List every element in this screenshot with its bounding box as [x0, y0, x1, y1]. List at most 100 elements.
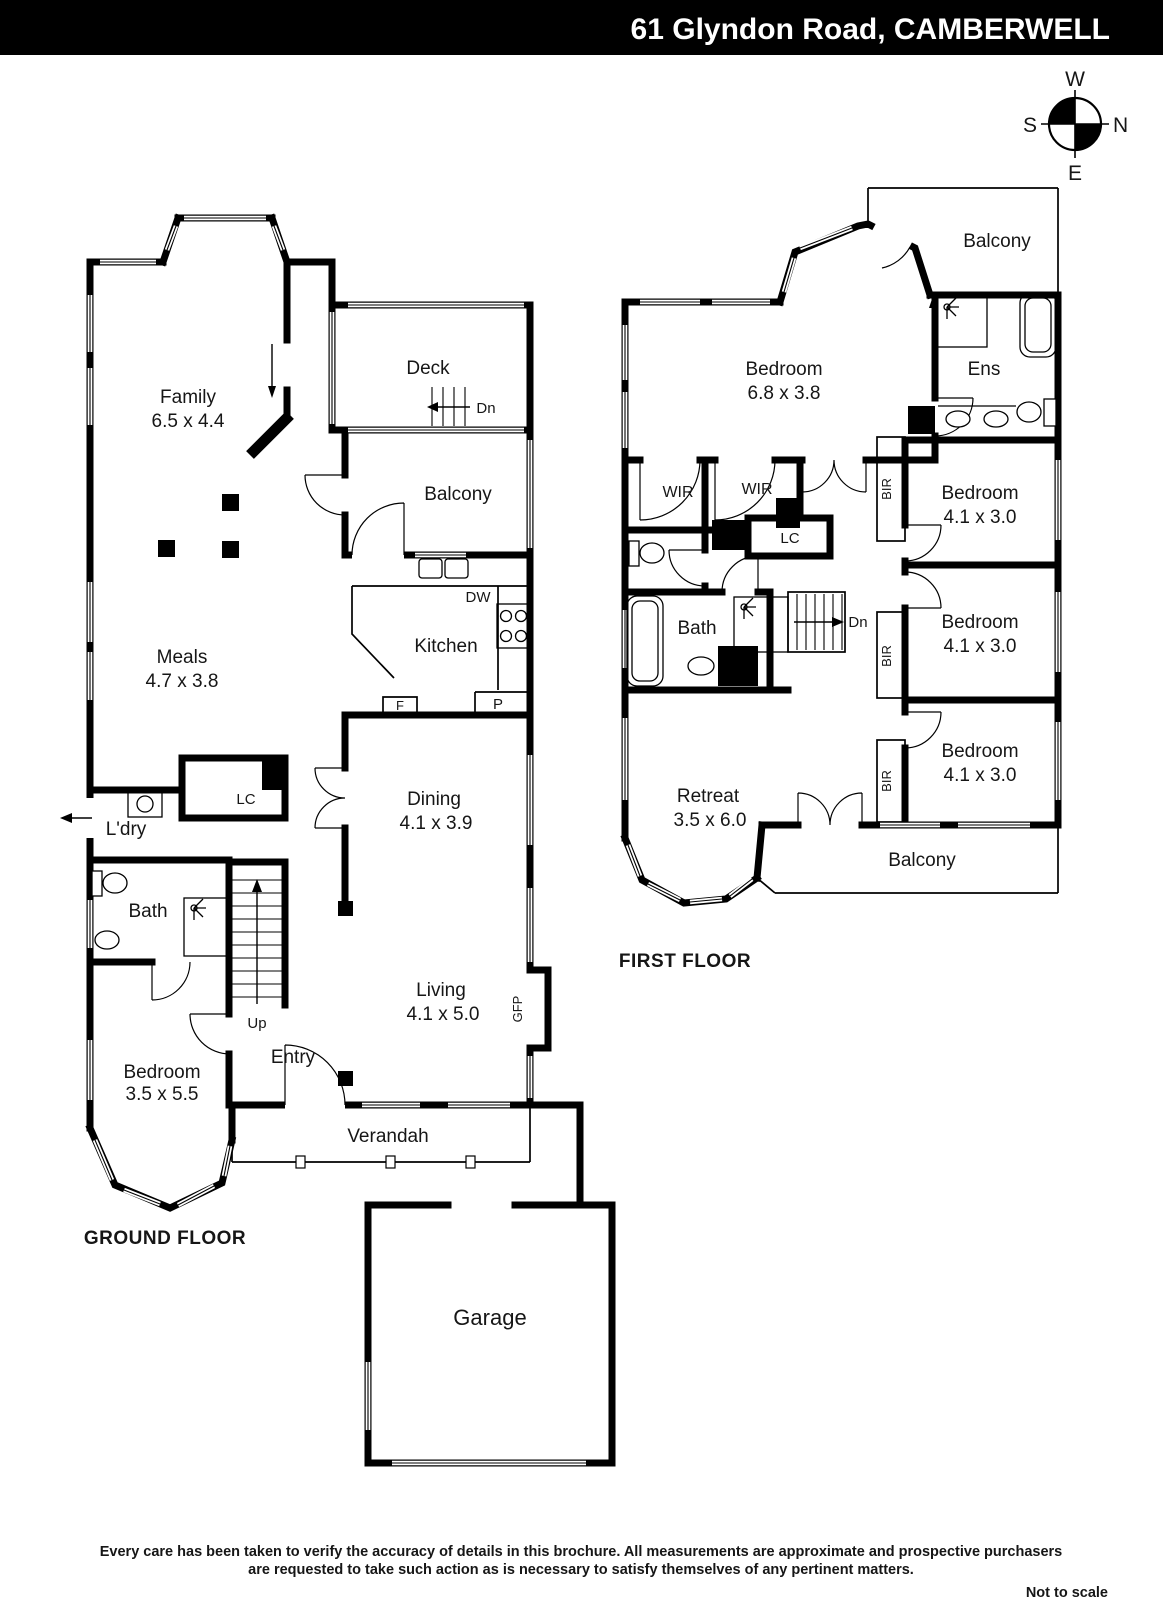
balcony-label: Balcony [424, 484, 492, 505]
bedroom-3-dims: 4.1 x 3.0 [944, 636, 1017, 657]
deck-dn-label: Dn [476, 400, 495, 417]
garage-label: Garage [453, 1305, 526, 1330]
ground-window-centerlines [89, 217, 586, 1464]
compass-west: W [1065, 68, 1085, 91]
bir-2-label: BIR [879, 645, 894, 667]
verandah-post [465, 1155, 476, 1169]
deck-dn-arrowhead [427, 402, 438, 412]
first-dn-arrowhead [832, 617, 844, 627]
bir-box-3 [876, 739, 906, 823]
compass: W N S E [1023, 68, 1128, 185]
bath-label: Bath [128, 901, 167, 922]
kitchen-label: Kitchen [414, 636, 477, 657]
linen-mass [262, 760, 283, 790]
bedroom-main-dims: 6.8 x 3.8 [748, 383, 821, 404]
burner-2 [514, 609, 528, 623]
family-dims: 6.5 x 4.4 [152, 411, 225, 432]
bath-shower [733, 596, 789, 653]
ensuite-bathtub-inner [1024, 297, 1052, 353]
sink-bowl-left [418, 558, 443, 579]
laundry-arrowhead [60, 813, 72, 823]
angled-wall [246, 411, 294, 459]
sink-bowl-right [444, 558, 469, 579]
bir-box-2 [876, 611, 906, 699]
ensuite-toilet-bowl [1016, 401, 1042, 423]
pantry-label: P [493, 696, 503, 713]
first-thin-lines [756, 187, 1059, 894]
family-arrowhead [268, 386, 276, 398]
dining-label: Dining [407, 789, 461, 810]
bath-basin [94, 930, 120, 950]
laundry-trough-bowl [136, 795, 154, 813]
disclaimer-line-1: Every care has been taken to verify the … [100, 1544, 1062, 1560]
bedroom-2-dims: 4.1 x 3.0 [944, 507, 1017, 528]
bedroom-label: Bedroom [123, 1062, 200, 1083]
page-title: 61 Glyndon Road, CAMBERWELL [631, 13, 1110, 46]
ensuite-arrowhead [929, 296, 937, 308]
laundry-label: L'dry [106, 819, 147, 840]
linen-label: LC [236, 791, 255, 808]
bath-bathtub [626, 595, 664, 687]
linen-label: LC [780, 530, 799, 547]
not-to-scale-note: Not to scale [1026, 1585, 1108, 1600]
verandah-post [385, 1155, 396, 1169]
footer: Every care has been taken to verify the … [100, 1544, 1108, 1600]
compass-fill-se [1075, 124, 1101, 150]
wir-1-label: WIR [662, 484, 693, 501]
first-door-arcs [639, 246, 974, 826]
retreat-label: Retreat [677, 786, 740, 807]
retreat-dims: 3.5 x 6.0 [674, 810, 747, 831]
dishwasher-label: DW [466, 589, 492, 606]
bir-3-label: BIR [879, 770, 894, 792]
ground-floor-plan: Family 6.5 x 4.4 Deck Dn Balcony DW Kitc… [60, 213, 616, 1467]
post [338, 1071, 353, 1086]
fridge-label: F [396, 698, 404, 713]
first-dn-label: Dn [848, 614, 867, 631]
first-floor-plan: Balcony Bedroom 6.8 x 3.8 Ens WIR WIR LC… [619, 187, 1062, 972]
header-bar [0, 0, 1163, 55]
wc-toilet-bowl [639, 542, 665, 564]
bedroom-2-label: Bedroom [941, 483, 1018, 504]
bath-shower-spray-icon [743, 597, 756, 619]
compass-fill-nw [1049, 98, 1075, 124]
ensuite-basin-2 [983, 410, 1009, 428]
first-window-centerlines [624, 227, 1059, 903]
ground-door-arcs [151, 474, 405, 1106]
up-label: Up [247, 1015, 266, 1032]
burner-1 [499, 609, 513, 623]
up-arrowhead [252, 879, 262, 892]
burner-4 [514, 629, 528, 643]
shower [183, 897, 231, 957]
balcony-bottom-label: Balcony [888, 850, 956, 871]
first-floor-title: FIRST FLOOR [619, 951, 751, 972]
toilet-bowl [102, 872, 128, 894]
bath-bathtub-inner [631, 600, 659, 682]
ensuite-toilet-cistern [1043, 398, 1057, 427]
first-door-gaps [871, 222, 913, 251]
balcony-top-label: Balcony [963, 231, 1031, 252]
bir-1-label: BIR [879, 478, 894, 500]
ensuite-shower [936, 296, 988, 348]
post [222, 541, 239, 558]
post [158, 540, 175, 557]
shower-spray-icon [193, 898, 206, 920]
entry-label: Entry [271, 1047, 316, 1068]
living-dims: 4.1 x 5.0 [407, 1004, 480, 1025]
compass-cross [1041, 90, 1109, 158]
linen-mass [712, 520, 746, 550]
bir-box-1 [876, 436, 906, 542]
bedroom-main-label: Bedroom [745, 359, 822, 380]
ensuite-label: Ens [968, 359, 1001, 380]
dining-dims: 4.1 x 3.9 [400, 813, 473, 834]
family-label: Family [160, 387, 216, 408]
verandah-label: Verandah [347, 1126, 428, 1147]
ensuite-basin-1 [945, 410, 971, 428]
bedroom-3-label: Bedroom [941, 612, 1018, 633]
ground-thin-lines [231, 585, 531, 1163]
bath-basin [687, 656, 715, 676]
deck-label: Deck [406, 358, 450, 379]
ensuite-bathtub [1019, 292, 1057, 358]
post [338, 901, 353, 916]
